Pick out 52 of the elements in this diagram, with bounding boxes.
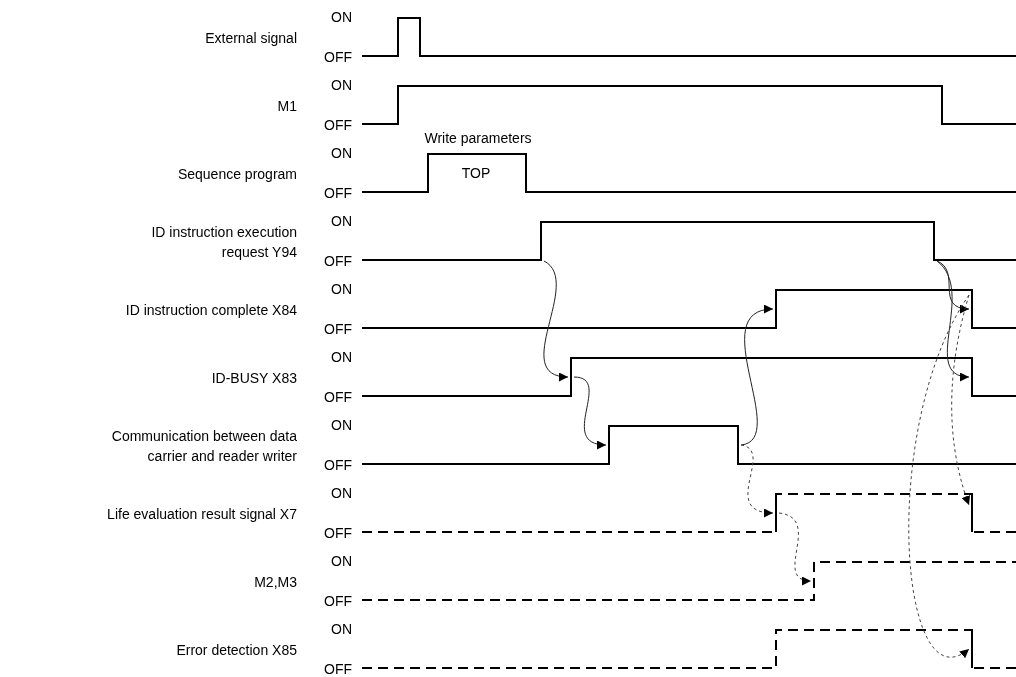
signal-name: Communication between data carrier and reader writer	[110, 427, 297, 466]
signal-transition	[538, 221, 544, 261]
state-label: OFF	[324, 186, 352, 200]
signal-transition	[568, 357, 574, 397]
arrow	[740, 306, 774, 446]
signal-name: Error detection X85	[176, 641, 297, 660]
state-label: ON	[331, 146, 352, 160]
arrow	[908, 294, 970, 658]
state-label: ON	[331, 350, 352, 364]
signal-name: External signal	[205, 29, 297, 48]
state-label: ON	[331, 10, 352, 24]
state-label: OFF	[324, 662, 352, 676]
state-label: OFF	[324, 458, 352, 472]
signal-transition	[811, 561, 817, 601]
state-label: ON	[331, 554, 352, 568]
annotation-text: Write parameters	[424, 129, 532, 147]
signal-transition	[735, 425, 741, 465]
state-label: ON	[331, 418, 352, 432]
signal-transition	[969, 629, 975, 669]
state-label: ON	[331, 486, 352, 500]
signal-name: M1	[277, 97, 297, 116]
signal-name: ID instruction complete X84	[125, 301, 297, 320]
state-label: ON	[331, 78, 352, 92]
state-label: OFF	[324, 118, 352, 132]
arrow	[936, 260, 970, 380]
arrow	[573, 376, 607, 449]
arrow	[778, 512, 812, 585]
signal-transition	[969, 357, 975, 397]
arrow	[543, 260, 569, 381]
signal-name: M2,M3	[254, 573, 297, 592]
state-label: OFF	[324, 526, 352, 540]
signal-name: ID-BUSY X83	[211, 369, 297, 388]
state-label: ON	[331, 282, 352, 296]
signal-name: Sequence program	[177, 165, 297, 184]
state-label: OFF	[324, 50, 352, 64]
pulse-label: TOP	[461, 164, 491, 182]
state-label: ON	[331, 622, 352, 636]
state-label: OFF	[324, 594, 352, 608]
signal-transition	[969, 289, 975, 329]
signal-name: Life evaluation result signal X7	[107, 505, 297, 524]
arrow	[740, 444, 774, 517]
arrow	[951, 294, 971, 506]
signal-name: ID instruction execution request Y94	[150, 223, 297, 262]
arrow	[936, 260, 970, 313]
state-label: OFF	[324, 390, 352, 404]
state-label: OFF	[324, 322, 352, 336]
signal-transition	[969, 493, 975, 533]
state-label: ON	[331, 214, 352, 228]
signal-transition	[931, 221, 937, 261]
signal-transition	[606, 425, 612, 465]
state-label: OFF	[324, 254, 352, 268]
signal-transition	[773, 289, 779, 329]
